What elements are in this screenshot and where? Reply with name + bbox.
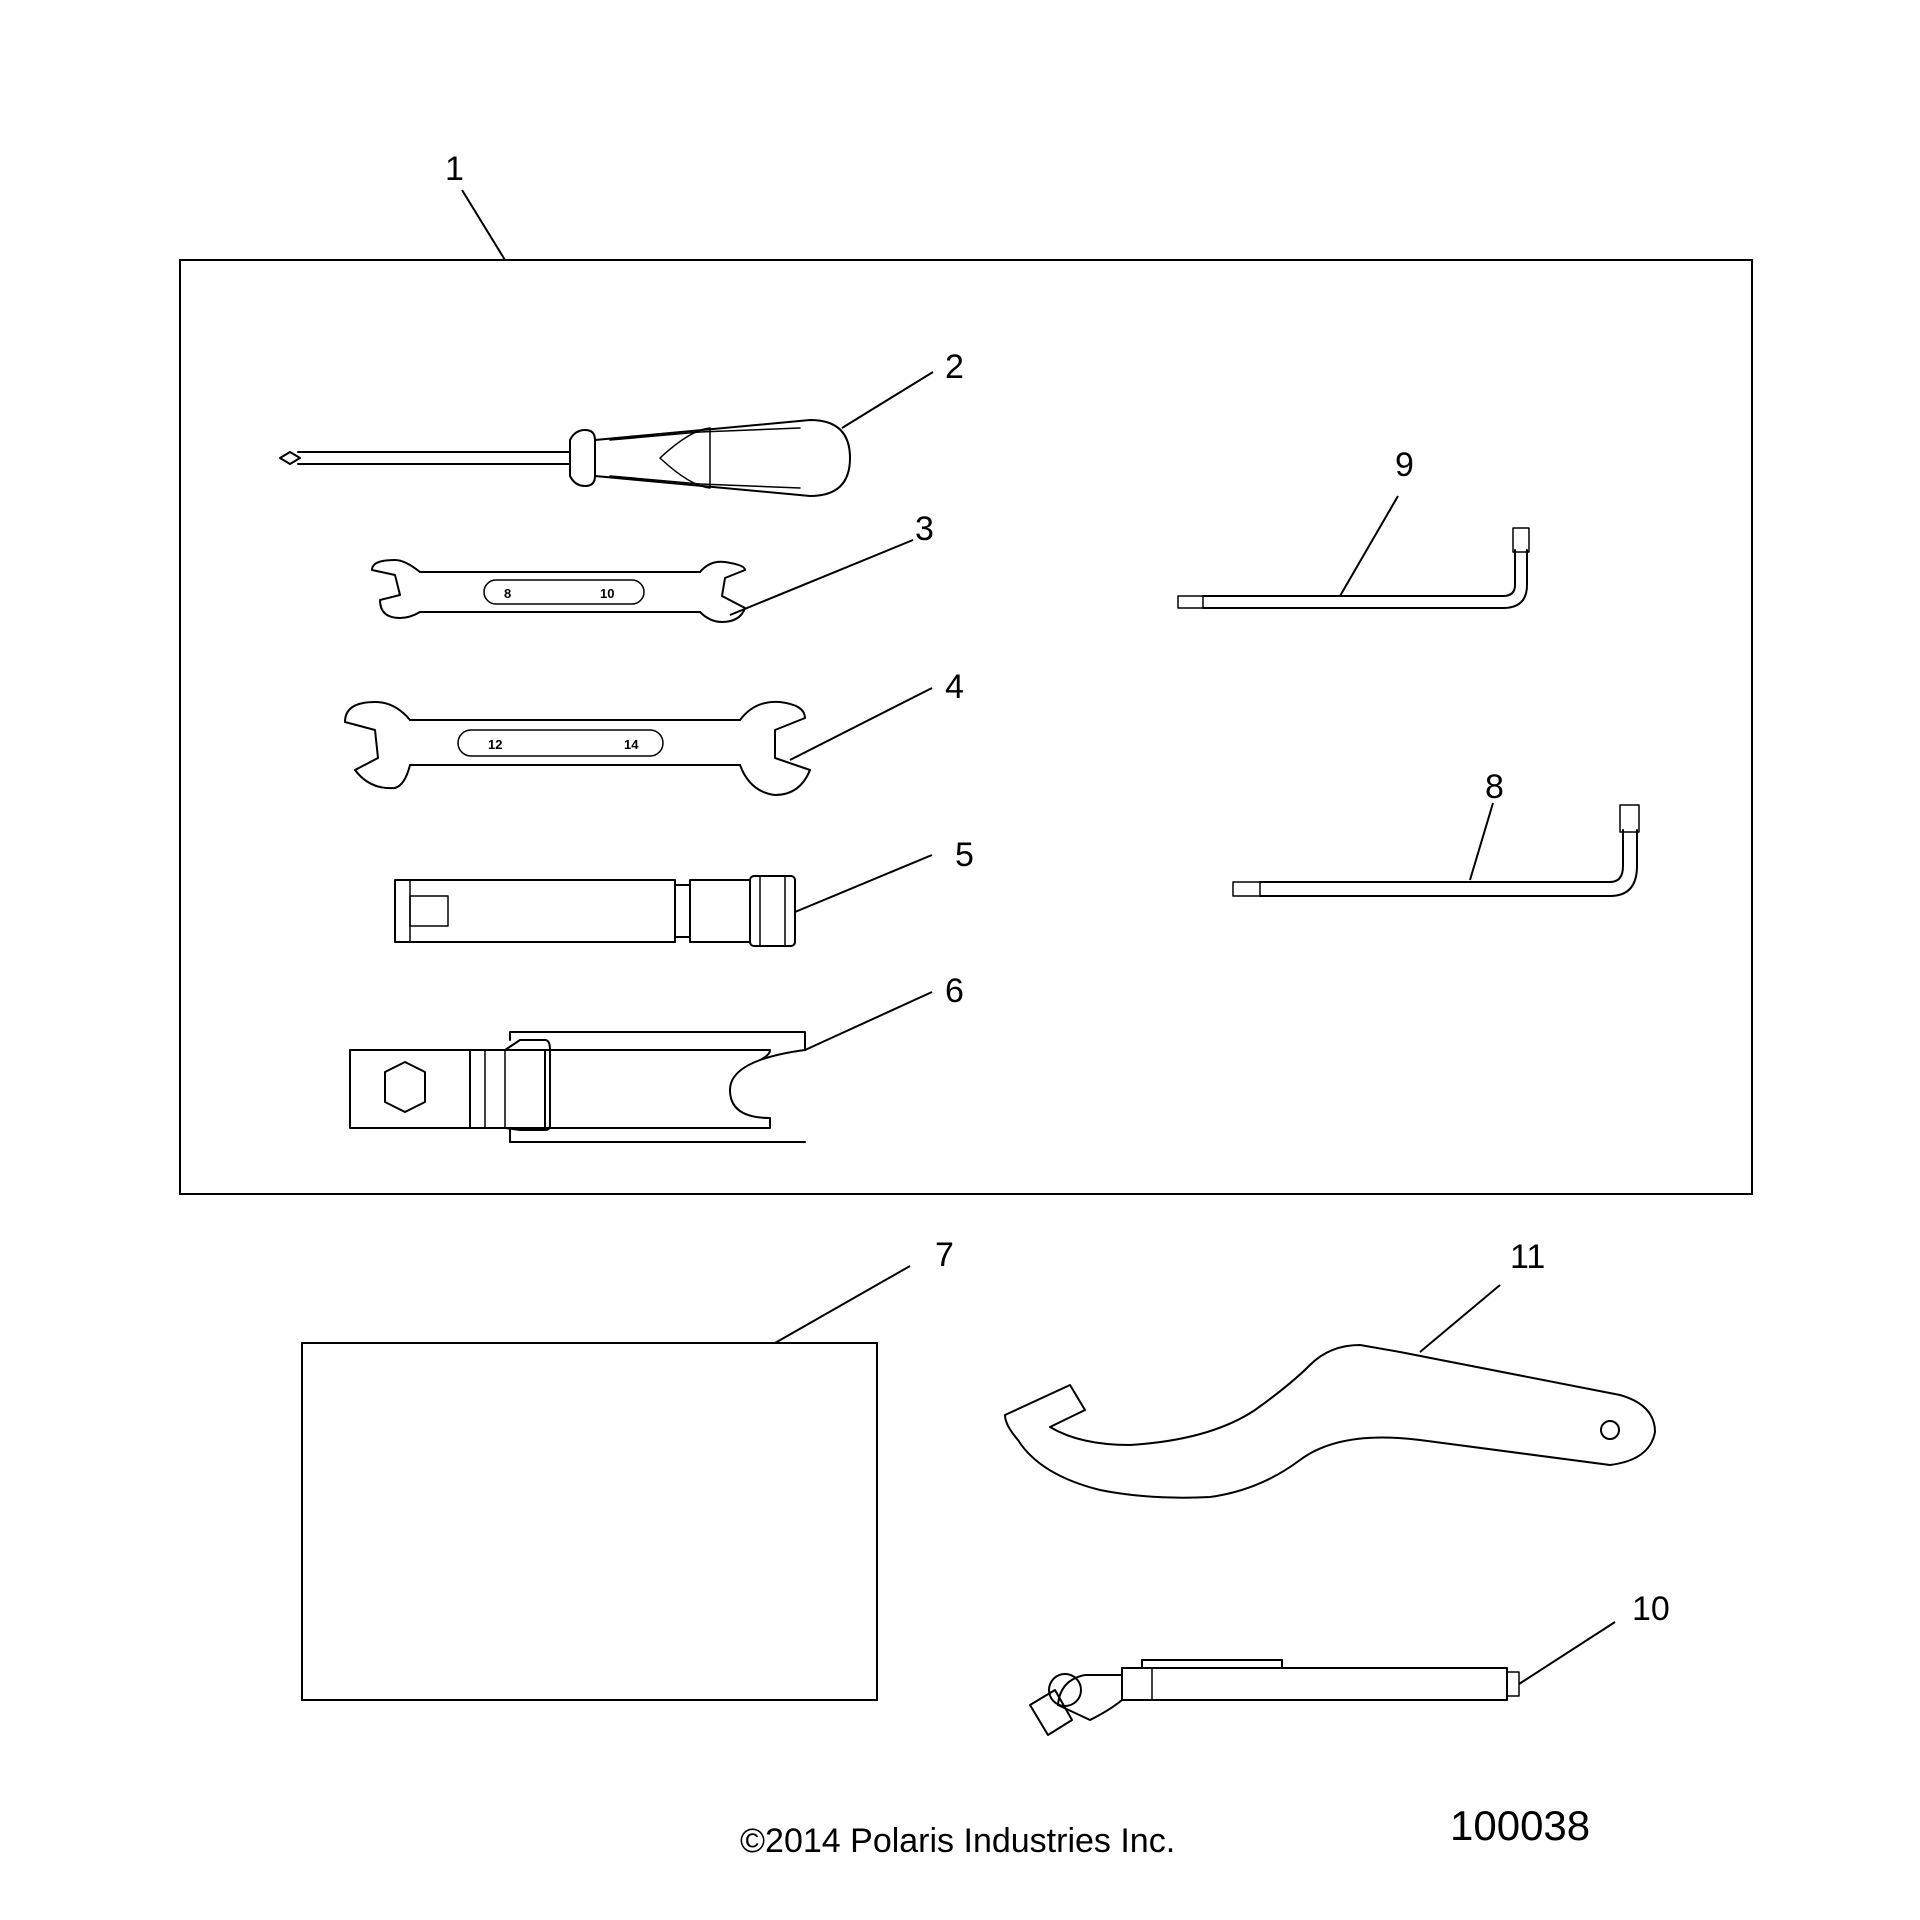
figure-number: 100038 [1450,1802,1590,1849]
large-wrench-left-size: 12 [488,737,502,752]
spanner-wrench-icon [1004,1344,1656,1499]
small-wrench-icon: 8 10 [371,559,746,623]
callout-8: 8 [1485,768,1504,806]
callout-3: 3 [915,510,934,548]
leader-4 [789,687,933,761]
callout-11: 11 [1510,1238,1545,1276]
hex-key-lower-icon [1232,804,1640,897]
callout-5: 5 [955,836,974,874]
small-wrench-left-size: 8 [504,586,511,601]
spark-plug-socket-icon [394,875,796,947]
copyright-text: ©2014 Polaris Industries Inc. [740,1822,1175,1860]
leader-2 [841,371,934,429]
leader-9 [1339,495,1399,597]
callout-9: 9 [1395,446,1414,484]
leader-1 [461,189,506,261]
tool-kit-box [179,259,1753,1195]
box-wrench-handle-icon [349,1031,806,1143]
leader-11 [1419,1284,1501,1353]
callout-1: 1 [445,150,464,188]
tire-pressure-gauge-icon [1029,1659,1520,1736]
large-wrench-icon: 12 14 [344,700,811,796]
leader-5 [794,854,933,913]
callout-2: 2 [945,348,964,386]
callout-10: 10 [1632,1590,1670,1628]
leader-8 [1469,802,1494,881]
callout-6: 6 [945,972,964,1010]
leader-10 [1518,1621,1616,1685]
large-wrench-right-size: 14 [624,737,639,752]
screwdriver-icon [279,419,851,497]
callout-4: 4 [945,668,964,706]
leader-7 [774,1265,911,1344]
leader-3 [729,539,914,616]
small-wrench-right-size: 10 [600,586,614,601]
leader-6 [804,991,933,1051]
hex-key-upper-icon [1177,527,1530,609]
callout-7: 7 [935,1236,954,1274]
manual-booklet [301,1342,878,1701]
